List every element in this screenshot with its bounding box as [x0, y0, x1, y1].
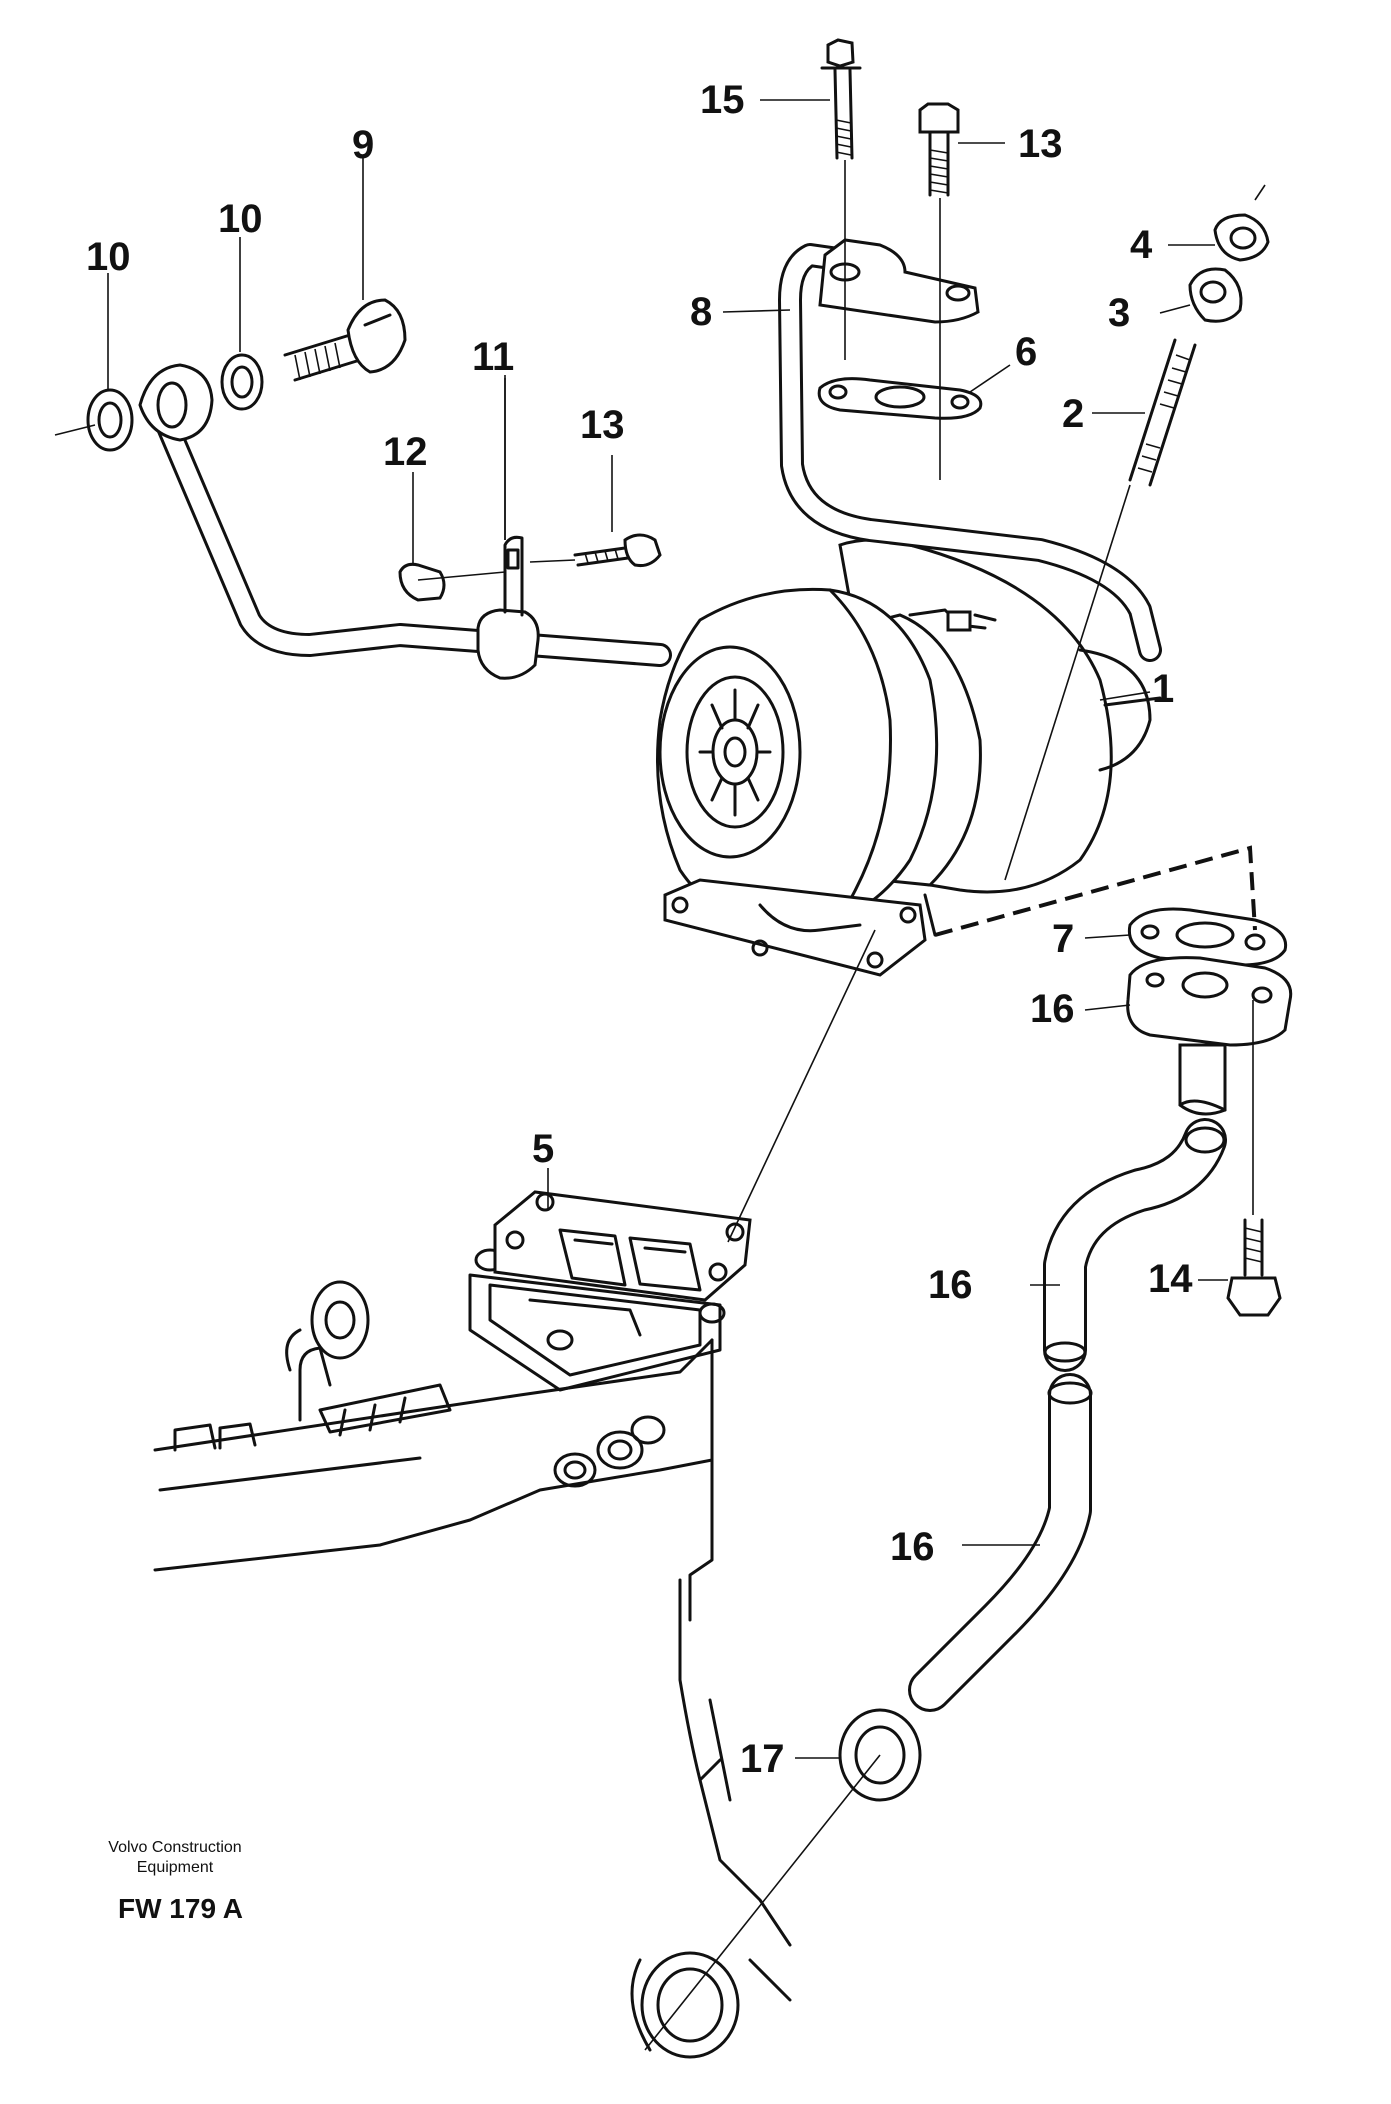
clamp-11 — [476, 375, 540, 680]
callout-12: 12 — [383, 430, 428, 474]
gasket-6 — [817, 377, 983, 420]
callout-11: 11 — [472, 335, 514, 379]
hose-16-lower — [908, 1373, 1093, 1712]
callout-15: 15 — [700, 78, 745, 122]
washer-3 — [1188, 267, 1243, 323]
bolt-13-top — [918, 102, 960, 480]
gasket-5 — [493, 1190, 752, 1302]
stud-2 — [1004, 184, 1266, 881]
bolt-14 — [1226, 1000, 1282, 1317]
callout-16-flange: 16 — [1030, 987, 1075, 1031]
callout-3: 3 — [1108, 291, 1130, 335]
gasket-7 — [1127, 907, 1288, 967]
callout-1: 1 — [1152, 667, 1174, 711]
callout-10-right: 10 — [218, 197, 263, 241]
callout-5: 5 — [532, 1127, 554, 1171]
reference-bracket — [923, 893, 937, 937]
hose-16-upper — [1043, 1118, 1227, 1372]
footer-drawing-code: FW 179 A — [118, 1893, 243, 1924]
footer-company-label: Volvo Construction Equipment — [108, 1839, 242, 1876]
leader-lines — [107, 99, 1228, 1759]
callout-8: 8 — [690, 290, 712, 334]
banjo-bolt-9 — [283, 298, 407, 382]
bolt-13-clamp — [529, 533, 662, 567]
nut-12 — [398, 562, 506, 602]
turbocharger-1 — [656, 538, 1162, 977]
callout-14: 14 — [1148, 1257, 1193, 1301]
callout-7: 7 — [1052, 917, 1074, 961]
callout-9: 9 — [352, 123, 374, 167]
callout-13-clamp: 13 — [580, 403, 625, 447]
callout-17: 17 — [740, 1737, 785, 1781]
bolt-15 — [820, 38, 862, 360]
oil-pipe-8 — [778, 238, 1162, 662]
reference-dashed-line — [934, 845, 1257, 937]
oil-return-pipe-left — [138, 363, 672, 667]
callout-10-left: 10 — [86, 235, 131, 279]
callout-16-lower-hose: 16 — [890, 1525, 935, 1569]
washer-10-left — [54, 388, 134, 452]
callout-16-upper-hose: 16 — [928, 1263, 973, 1307]
callout-13-top: 13 — [1018, 122, 1063, 166]
callout-6: 6 — [1015, 330, 1037, 374]
engine-oil-port — [630, 1951, 740, 2059]
washer-10-right — [220, 353, 264, 411]
callout-2: 2 — [1062, 392, 1084, 436]
callout-4: 4 — [1130, 223, 1153, 267]
flange-16 — [1126, 956, 1293, 1116]
nut-4 — [1213, 213, 1270, 262]
engine-block — [153, 1248, 792, 2002]
